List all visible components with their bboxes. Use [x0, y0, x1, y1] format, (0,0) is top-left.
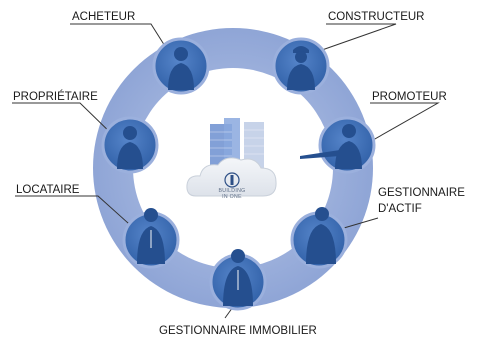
- person-icon: [342, 124, 356, 138]
- person-icon: [315, 207, 329, 221]
- leader-line-proprietaire: [12, 102, 119, 141]
- hard-hat-icon: [293, 46, 309, 53]
- node-locataire: [122, 208, 180, 269]
- node-constructeur: [272, 37, 330, 95]
- person-icon: [174, 47, 188, 61]
- person-icon: [144, 208, 158, 222]
- logo-text-2: IN ONE: [222, 194, 242, 200]
- node-gestionnaire-actif: [290, 207, 348, 269]
- center-logo: BUILDING IN ONE: [186, 118, 277, 200]
- building-tower-right: [244, 122, 264, 168]
- node-gestionnaire-immobilier: [209, 249, 267, 311]
- label-gestionnaire-actif-1: GESTIONNAIRE: [378, 187, 465, 199]
- logo-mark-icon: [224, 172, 240, 188]
- person-icon: [231, 249, 245, 263]
- building-tower-center: [224, 118, 240, 168]
- leader-line-locataire: [15, 195, 139, 233]
- label-gestionnaire-actif-2: D'ACTIF: [378, 203, 422, 215]
- logo-text-1: BUILDING: [219, 188, 246, 194]
- node-promoteur: [300, 116, 376, 174]
- label-locataire: LOCATAIRE: [16, 184, 80, 196]
- label-promoteur: PROMOTEUR: [372, 91, 447, 103]
- label-proprietaire: PROPRIÉTAIRE: [13, 90, 98, 103]
- leader-line-constructeur: [321, 23, 397, 51]
- node-proprietaire: [101, 116, 159, 174]
- leader-line-promoteur: [351, 102, 440, 153]
- label-acheteur: ACHETEUR: [72, 11, 135, 23]
- label-constructeur: CONSTRUCTEUR: [328, 11, 424, 23]
- person-icon: [123, 126, 137, 140]
- pointing-arm: [300, 150, 340, 159]
- label-gestionnaire-immobilier: GESTIONNAIRE IMMOBILIER: [159, 325, 317, 337]
- node-acheteur: [152, 37, 210, 95]
